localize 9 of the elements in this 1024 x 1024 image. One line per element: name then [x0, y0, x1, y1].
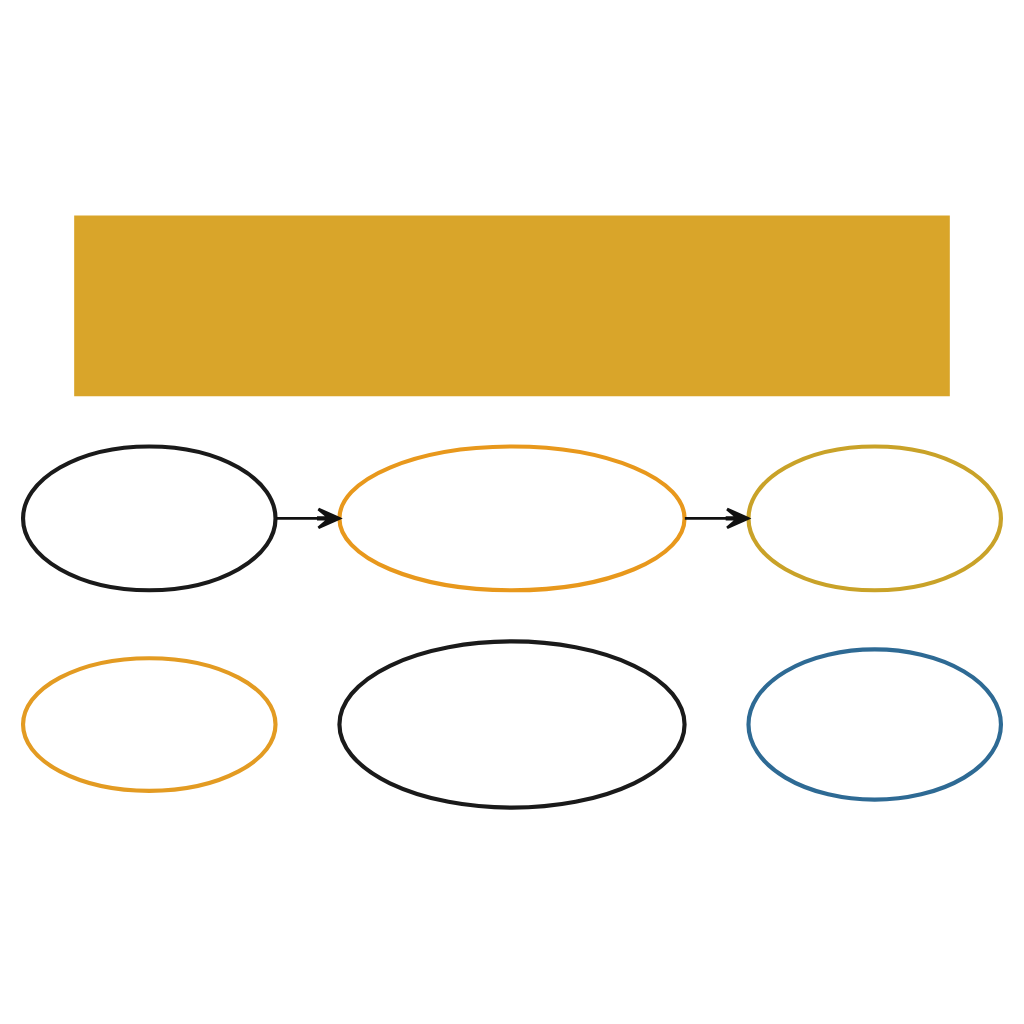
node-ellipse	[337, 444, 687, 593]
arrow	[684, 507, 750, 530]
node-box	[74, 215, 950, 397]
node-ellipse	[20, 656, 278, 793]
node-ellipse	[337, 639, 687, 810]
arrow	[276, 507, 341, 530]
node-ellipse	[746, 647, 1004, 802]
node-ellipse	[746, 444, 1004, 593]
node-ellipse	[20, 444, 278, 593]
